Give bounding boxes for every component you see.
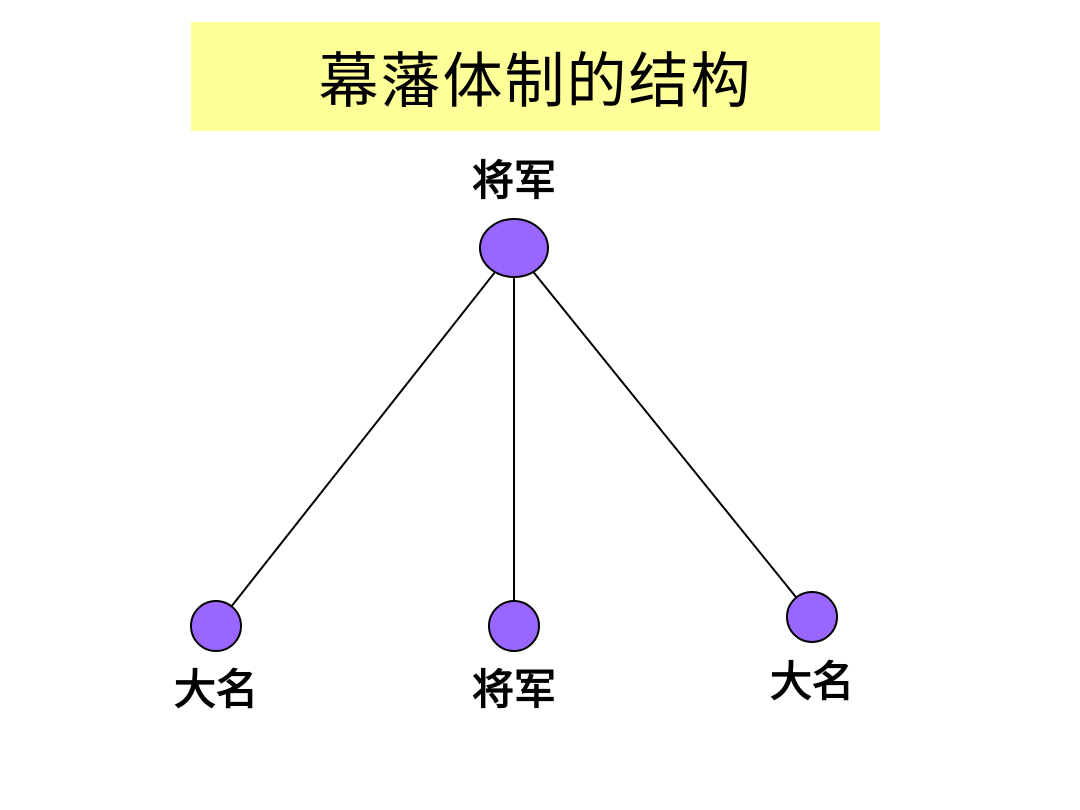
edge-root-right — [532, 271, 798, 599]
node-label-middle: 将军 — [471, 665, 557, 714]
node-left — [190, 600, 242, 652]
node-middle — [488, 600, 540, 652]
page-title: 幕藩体制的结构 — [318, 47, 753, 117]
node-label-root: 将军 — [471, 156, 557, 205]
edge-root-left — [230, 271, 496, 607]
node-label-right: 大名 — [769, 657, 855, 706]
node-label-left: 大名 — [173, 665, 259, 714]
title-box: 幕藩体制的结构 — [191, 22, 880, 131]
nodes-layer — [190, 218, 838, 652]
node-right — [786, 591, 838, 643]
node-root — [479, 218, 549, 278]
edges-layer — [230, 271, 798, 607]
